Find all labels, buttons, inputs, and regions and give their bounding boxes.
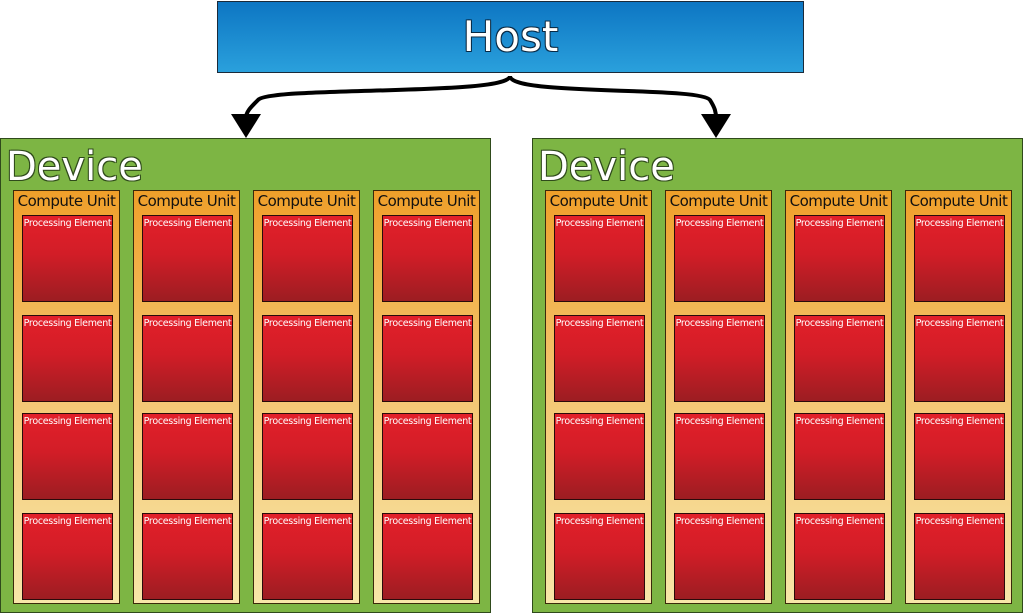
processing-element-label: Processing Element — [795, 416, 884, 427]
processing-element-label: Processing Element — [263, 318, 352, 329]
processing-element-label: Processing Element — [383, 318, 472, 329]
compute-unit-label: Compute Unit — [17, 192, 116, 210]
device-label: Device — [6, 144, 143, 190]
compute-unit: Compute Unit Processing Element Processi… — [665, 190, 772, 604]
processing-element: Processing Element — [674, 215, 765, 302]
compute-unit: Compute Unit Processing Element Processi… — [545, 190, 652, 604]
processing-element: Processing Element — [674, 315, 765, 402]
arrow-to-left-device — [244, 74, 512, 119]
processing-element: Processing Element — [554, 315, 645, 402]
processing-element: Processing Element — [382, 215, 473, 302]
processing-element-label: Processing Element — [143, 416, 232, 427]
compute-unit: Compute Unit Processing Element Processi… — [905, 190, 1012, 604]
processing-element-label: Processing Element — [143, 218, 232, 229]
processing-element: Processing Element — [262, 413, 353, 500]
host-label: Host — [462, 12, 559, 61]
processing-element: Processing Element — [382, 315, 473, 402]
processing-element-label: Processing Element — [675, 218, 764, 229]
processing-element: Processing Element — [262, 315, 353, 402]
processing-element-label: Processing Element — [915, 218, 1004, 229]
processing-element-label: Processing Element — [675, 516, 764, 527]
processing-element: Processing Element — [554, 413, 645, 500]
processing-element: Processing Element — [794, 215, 885, 302]
processing-element: Processing Element — [142, 215, 233, 302]
processing-element-label: Processing Element — [383, 416, 472, 427]
processing-element: Processing Element — [914, 413, 1005, 500]
processing-element-label: Processing Element — [555, 516, 644, 527]
processing-element: Processing Element — [382, 413, 473, 500]
device-label: Device — [538, 144, 675, 190]
processing-element-label: Processing Element — [23, 416, 112, 427]
processing-element: Processing Element — [554, 513, 645, 600]
processing-element: Processing Element — [22, 315, 113, 402]
arrow-head-right — [701, 114, 731, 138]
processing-element: Processing Element — [914, 215, 1005, 302]
processing-element-label: Processing Element — [915, 318, 1004, 329]
compute-unit: Compute Unit Processing Element Processi… — [785, 190, 892, 604]
processing-element-label: Processing Element — [915, 516, 1004, 527]
compute-unit-label: Compute Unit — [137, 192, 236, 210]
processing-element: Processing Element — [22, 413, 113, 500]
processing-element-label: Processing Element — [795, 318, 884, 329]
processing-element: Processing Element — [794, 413, 885, 500]
processing-element-label: Processing Element — [143, 516, 232, 527]
device-box: Device Compute Unit Processing Element P… — [532, 138, 1023, 613]
processing-element: Processing Element — [142, 315, 233, 402]
processing-element: Processing Element — [794, 513, 885, 600]
processing-element-label: Processing Element — [795, 516, 884, 527]
compute-unit-label: Compute Unit — [669, 192, 768, 210]
processing-element-label: Processing Element — [555, 318, 644, 329]
device-box: Device Compute Unit Processing Element P… — [0, 138, 491, 613]
processing-element: Processing Element — [142, 513, 233, 600]
processing-element: Processing Element — [914, 315, 1005, 402]
arrow-to-right-device — [508, 74, 718, 119]
processing-element-label: Processing Element — [263, 416, 352, 427]
processing-element-label: Processing Element — [383, 218, 472, 229]
processing-element: Processing Element — [914, 513, 1005, 600]
compute-unit: Compute Unit Processing Element Processi… — [253, 190, 360, 604]
compute-unit-label: Compute Unit — [789, 192, 888, 210]
processing-element-label: Processing Element — [915, 416, 1004, 427]
processing-element: Processing Element — [22, 215, 113, 302]
compute-unit: Compute Unit Processing Element Processi… — [133, 190, 240, 604]
processing-element: Processing Element — [554, 215, 645, 302]
processing-element: Processing Element — [262, 215, 353, 302]
processing-element-label: Processing Element — [263, 516, 352, 527]
processing-element-label: Processing Element — [263, 218, 352, 229]
compute-unit-label: Compute Unit — [257, 192, 356, 210]
processing-element-label: Processing Element — [143, 318, 232, 329]
processing-element-label: Processing Element — [383, 516, 472, 527]
processing-element-label: Processing Element — [23, 318, 112, 329]
compute-unit-label: Compute Unit — [377, 192, 476, 210]
compute-unit-label: Compute Unit — [909, 192, 1008, 210]
processing-element-label: Processing Element — [555, 416, 644, 427]
processing-element: Processing Element — [794, 315, 885, 402]
processing-element: Processing Element — [262, 513, 353, 600]
processing-element: Processing Element — [674, 513, 765, 600]
processing-element: Processing Element — [22, 513, 113, 600]
processing-element-label: Processing Element — [23, 516, 112, 527]
arrow-head-left — [231, 114, 261, 138]
processing-element-label: Processing Element — [555, 218, 644, 229]
processing-element-label: Processing Element — [675, 318, 764, 329]
compute-unit: Compute Unit Processing Element Processi… — [13, 190, 120, 604]
host-box: Host — [217, 1, 804, 73]
processing-element: Processing Element — [674, 413, 765, 500]
compute-unit-label: Compute Unit — [549, 192, 648, 210]
processing-element: Processing Element — [382, 513, 473, 600]
processing-element: Processing Element — [142, 413, 233, 500]
processing-element-label: Processing Element — [795, 218, 884, 229]
processing-element-label: Processing Element — [23, 218, 112, 229]
processing-element-label: Processing Element — [675, 416, 764, 427]
compute-unit: Compute Unit Processing Element Processi… — [373, 190, 480, 604]
